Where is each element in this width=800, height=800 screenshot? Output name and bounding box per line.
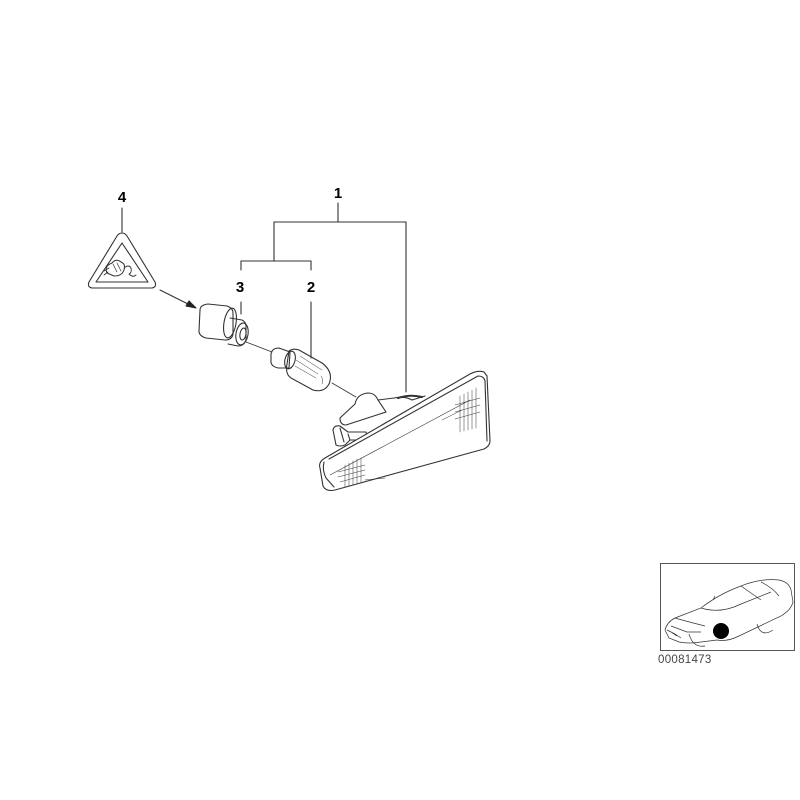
callout-label-2: 2 [306,279,316,296]
arrow-head-icon [185,300,197,309]
bulb-part [270,347,331,392]
callout-bracket [240,202,407,393]
assembly-axis-line [331,382,357,398]
callout-label-1: 1 [333,185,343,202]
car-locator-icon [664,579,794,647]
triangle-hazard-icon [87,232,157,289]
arrow-line [159,289,191,306]
bulb-socket-part [198,303,249,347]
assembly-axis-line [245,341,273,353]
location-marker-icon [713,623,729,639]
diagram-code: 00081473 [658,654,712,666]
callout-label-4: 4 [117,189,127,206]
side-indicator-housing-part [319,370,491,492]
car-locator-thumbnail [660,563,795,651]
callout-label-3: 3 [235,279,245,296]
